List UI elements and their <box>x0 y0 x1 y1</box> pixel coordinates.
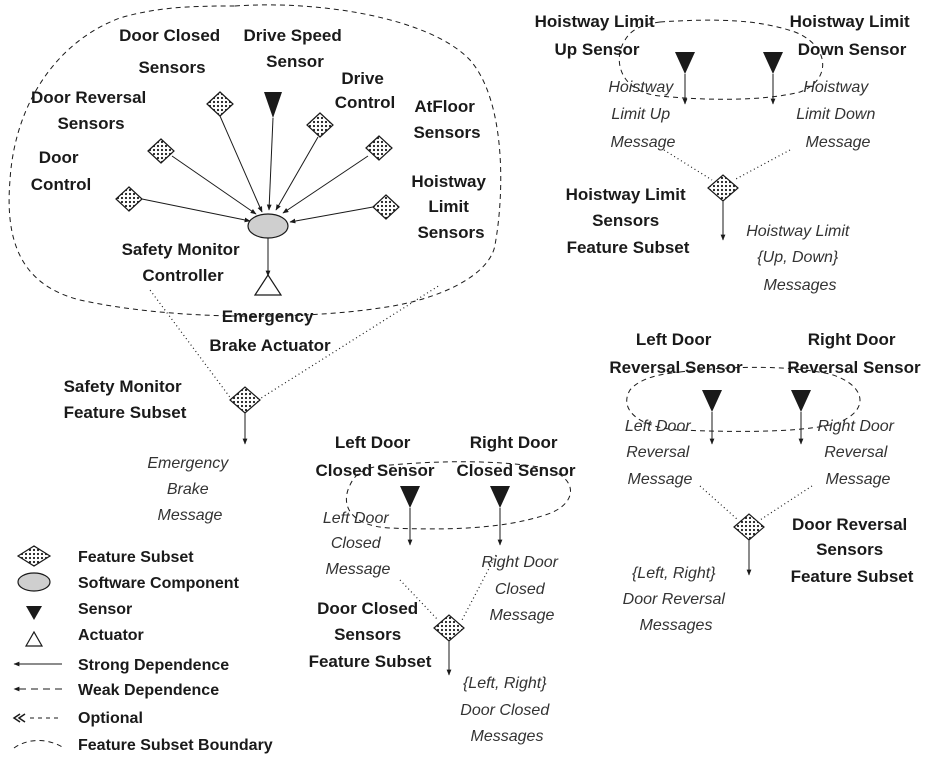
door-reversal-subset-label: Door Reversal Sensors Feature Subset <box>791 515 914 586</box>
legend-actuator: Actuator <box>78 627 144 644</box>
actuator-icon <box>24 630 44 647</box>
hoistway-limit-messages-label: Hoistway Limit {Up, Down} Messages <box>746 223 854 294</box>
optional-dependence-edge <box>699 485 739 521</box>
strong-dependence-edge <box>219 115 263 213</box>
feature-subset-icon <box>733 513 765 541</box>
optional-dependence-edge <box>461 554 497 621</box>
hoistway-limit-up-sensor-label: Hoistway Limit Up Sensor <box>535 12 660 59</box>
sensor-icon <box>702 390 722 412</box>
left-door-reversal-message-label: Left Door Reversal Message <box>625 418 695 488</box>
feature-subset-icon <box>16 545 52 567</box>
legend-weak-dependence: Weak Dependence <box>78 682 219 699</box>
right-door-closed-message-label: Right Door Closed Message <box>482 554 563 624</box>
feature-subset-icon <box>433 614 465 642</box>
sensor-icon <box>26 606 42 620</box>
sensor-icon <box>400 486 420 508</box>
optional-dependence-edge <box>149 289 233 401</box>
strong-dependence-edge <box>266 117 274 211</box>
hoistway-limit-sensors-label: Hoistway Limit Sensors <box>411 172 490 242</box>
hoistway-limit-subset-label: Hoistway Limit Sensors Feature Subset <box>566 185 691 257</box>
door-reversal-sensors-label: Door Reversal Sensors <box>31 88 151 133</box>
legend-software-component: Software Component <box>78 575 240 592</box>
emergency-brake-message-label: Emergency Brake Message <box>147 455 232 524</box>
feature-subset-boundary <box>345 461 571 530</box>
feature-subset-icon <box>147 138 175 164</box>
hoistway-limit-up-message-label: Hoistway Limit Up Message <box>608 79 677 151</box>
strong-dependence-edge <box>289 206 374 224</box>
software-component-icon <box>17 572 51 592</box>
feature-subset-icon <box>229 386 261 414</box>
legend-boundary: Feature Subset Boundary <box>78 737 273 754</box>
feature-subset-icon <box>707 174 739 202</box>
left-door-closed-sensor-label: Left Door Closed Sensor <box>315 433 434 480</box>
door-closed-subset-label: Door Closed Sensors Feature Subset <box>309 599 432 671</box>
safety-monitor-controller-label: Safety Monitor Controller <box>122 240 245 285</box>
left-door-reversal-sensor-label: Left Door Reversal Sensor <box>609 330 743 377</box>
feature-subset-boundary <box>8 4 502 317</box>
right-door-closed-sensor-label: Right Door Closed Sensor <box>456 433 575 480</box>
feature-subset-boundary <box>618 19 824 100</box>
sensor-icon <box>264 92 282 118</box>
strong-dependence-edge <box>141 198 251 223</box>
drive-control-label: Drive Control <box>335 69 395 112</box>
right-door-reversal-sensor-label: Right Door Reversal Sensor <box>787 330 921 377</box>
hoistway-limit-down-message-label: Hoistway Limit Down Message <box>796 79 880 151</box>
legend-feature-subset: Feature Subset <box>78 549 194 566</box>
feature-subset-boundary <box>626 366 861 432</box>
door-control-label: Door Control <box>31 148 91 194</box>
safety-monitor-controller-node <box>247 213 289 239</box>
door-closed-messages-label: {Left, Right} Door Closed Messages <box>460 675 553 745</box>
legend: Feature Subset Software Component Sensor… <box>12 545 273 754</box>
actuator-icon <box>253 273 283 296</box>
strong-dependence-edge <box>275 136 319 211</box>
feature-subset-icon <box>206 91 234 117</box>
boundary-icon <box>13 740 65 749</box>
strong-dependence-edge <box>171 155 257 215</box>
safety-monitor-subset-label: Safety Monitor Feature Subset <box>64 377 187 422</box>
right-door-reversal-message-label: Right Door Reversal Message <box>818 418 899 488</box>
door-closed-cluster: Left Door Closed Sensor Right Door Close… <box>309 433 576 745</box>
legend-strong-dependence: Strong Dependence <box>78 657 229 674</box>
sensor-icon <box>763 52 783 74</box>
safety-monitor-cluster: Door Closed Sensors Drive Speed Sensor D… <box>8 4 502 524</box>
atfloor-sensors-label: AtFloor Sensors <box>413 97 480 142</box>
emergency-brake-actuator-label: Emergency Brake Actuator <box>209 307 331 355</box>
door-reversal-messages-label: {Left, Right} Door Reversal Messages <box>623 565 730 634</box>
legend-sensor: Sensor <box>78 601 132 618</box>
optional-dependence-edge <box>663 149 713 181</box>
left-door-closed-message-label: Left Door Closed Message <box>323 510 393 578</box>
feature-subset-icon <box>306 112 334 138</box>
feature-subset-icon <box>365 135 393 161</box>
sensor-icon <box>791 390 811 412</box>
feature-subset-icon <box>115 186 143 212</box>
door-closed-sensors-label: Door Closed Sensors <box>119 26 225 77</box>
sensor-icon <box>675 52 695 74</box>
hoistway-limit-down-sensor-label: Hoistway Limit Down Sensor <box>790 12 915 59</box>
strong-dependence-edge <box>282 155 369 214</box>
feature-subset-icon <box>372 194 400 220</box>
optional-dependence-edge <box>733 149 791 181</box>
sensor-icon <box>490 486 510 508</box>
door-reversal-cluster: Left Door Reversal Sensor Right Door Rev… <box>609 330 921 634</box>
legend-optional: Optional <box>78 710 143 727</box>
hoistway-limit-cluster: Hoistway Limit Up Sensor Hoistway Limit … <box>535 12 915 294</box>
optional-icon <box>12 713 26 723</box>
drive-speed-sensor-label: Drive Speed Sensor <box>244 26 347 71</box>
